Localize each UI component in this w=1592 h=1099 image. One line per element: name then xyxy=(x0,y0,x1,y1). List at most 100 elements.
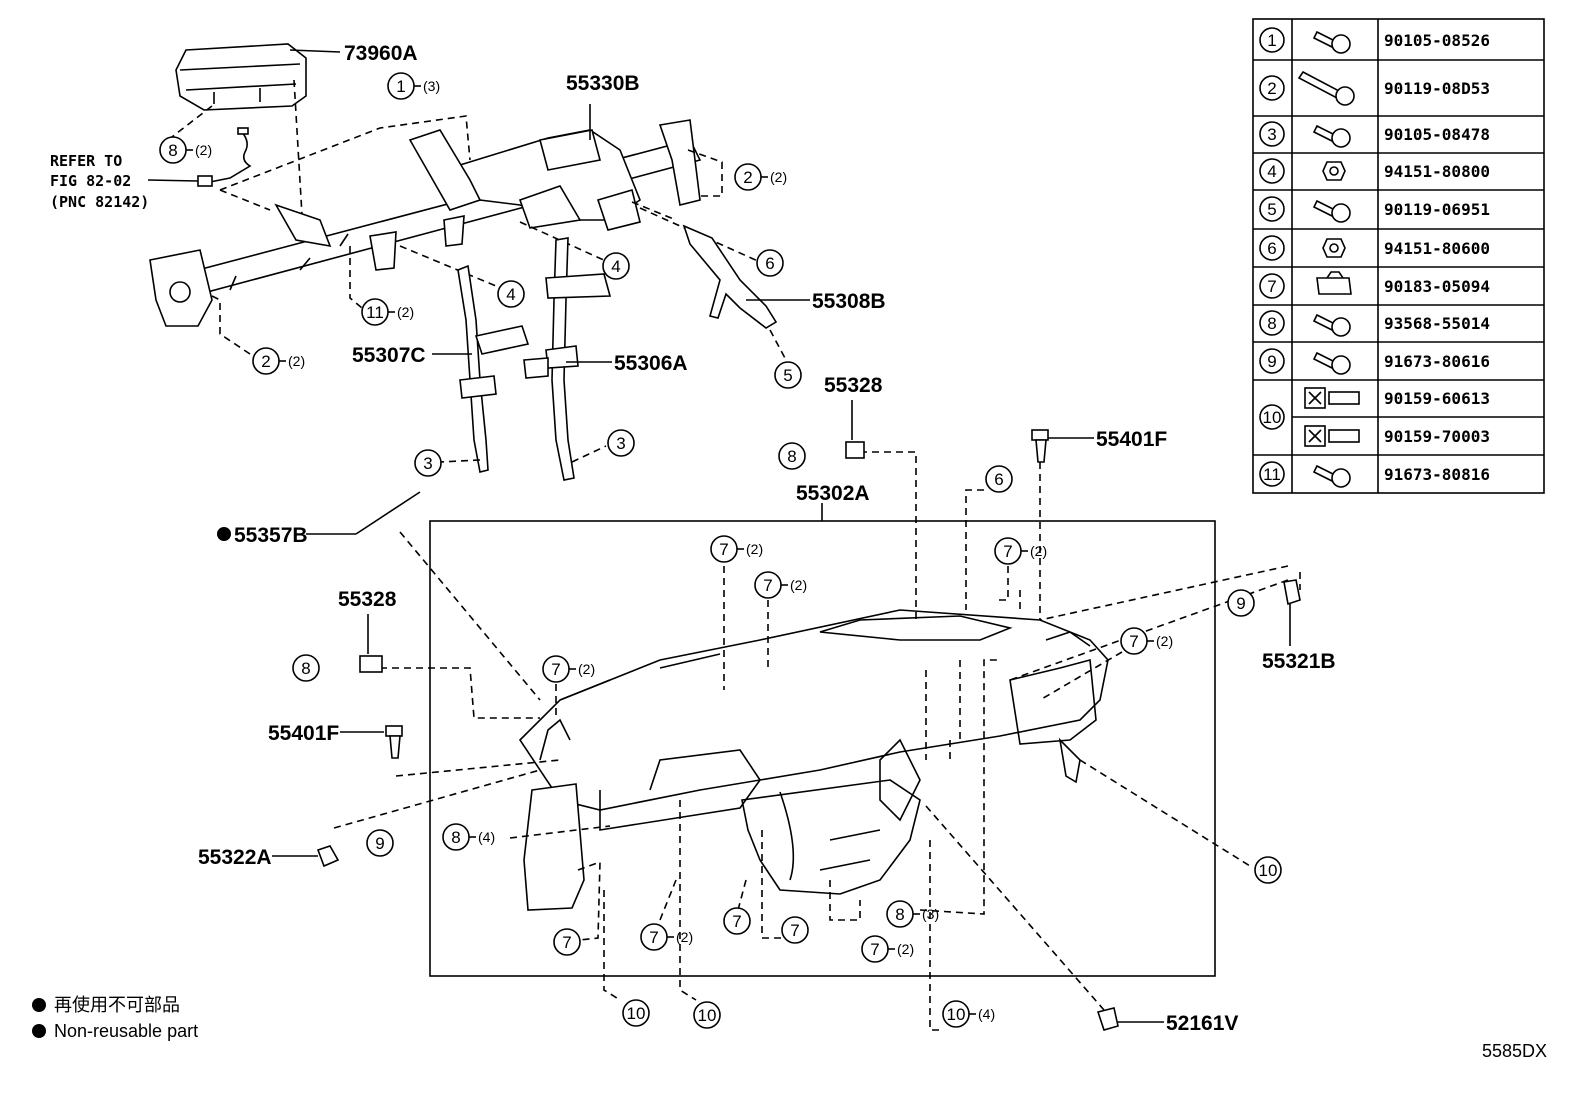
callout-2: 2(2) xyxy=(734,163,787,191)
table-row-number: 9 xyxy=(1267,352,1276,371)
callout-4: 4 xyxy=(602,252,630,280)
callout-10: 10 xyxy=(693,1001,721,1029)
callout-number: 2 xyxy=(261,352,270,371)
callout-10: 10 xyxy=(622,999,650,1027)
callout-7: 7(2) xyxy=(542,655,595,683)
table-row: 10 90159-60613 xyxy=(1259,387,1490,430)
callout-quantity: (2) xyxy=(676,929,693,945)
clip-52161V xyxy=(1096,1007,1119,1031)
callout-quantity: (2) xyxy=(897,941,914,957)
callout-7: 7 xyxy=(781,916,809,944)
table-part-number: 93568-55014 xyxy=(1384,314,1490,333)
table-part-number: 90159-60613 xyxy=(1384,389,1490,408)
callout-7: 7(2) xyxy=(754,571,807,599)
callout-8: 8 xyxy=(778,442,806,470)
callout-number: 8 xyxy=(301,659,310,678)
table-row: 3 90105-08478 xyxy=(1259,121,1490,148)
callout-7: 7(2) xyxy=(994,537,1047,565)
callout-5: 5 xyxy=(774,361,802,389)
callout-quantity: (2) xyxy=(770,169,787,185)
callout-number: 9 xyxy=(375,834,384,853)
callout-quantity: (2) xyxy=(746,541,763,557)
table-row-number: 7 xyxy=(1267,277,1276,296)
callout-number: 8 xyxy=(787,447,796,466)
callout-layer: 1(3)8(2)2(2)44611(2)2(2)533867(2)7(2)7(2… xyxy=(159,72,1282,1029)
table-row-number: 11 xyxy=(1263,465,1281,484)
part-label-55322A: 55322A xyxy=(198,846,272,869)
legend-row-en: Non-reusable part xyxy=(32,1018,198,1044)
callout-8: 8 (2) xyxy=(159,136,212,164)
callout-number: 7 xyxy=(870,940,879,959)
callout-number: 10 xyxy=(698,1006,717,1025)
callout-number: 8 xyxy=(895,905,904,924)
part-label-52161V: 52161V xyxy=(1166,1012,1238,1035)
table-part-number: 91673-80616 xyxy=(1384,352,1490,371)
callout-number: 8 xyxy=(168,141,177,160)
table-row: 9 91673-80616 xyxy=(1259,348,1490,375)
flange-bolt-icon xyxy=(1312,199,1351,223)
parts-table xyxy=(1252,18,1545,494)
callout-number: 3 xyxy=(616,434,625,453)
callout-9: 9 xyxy=(366,829,394,857)
part-label-55307C: 55307C xyxy=(352,344,426,367)
bullet-icon xyxy=(32,1024,46,1038)
table-part-number: 90119-06951 xyxy=(1384,200,1490,219)
clip-icon xyxy=(1304,387,1360,409)
flange-bolt-icon xyxy=(1312,124,1351,148)
part-label-55328-left: 55328 xyxy=(338,588,397,611)
callout-number: 10 xyxy=(627,1004,646,1023)
callout-number: 10 xyxy=(947,1005,966,1024)
table-part-number: 90105-08526 xyxy=(1384,31,1490,50)
reinforcement-55330B xyxy=(149,119,702,327)
callout-7: 7 (2) xyxy=(861,935,914,963)
callout-number: 9 xyxy=(1236,594,1245,613)
part-label-55357B: 55357B xyxy=(234,524,308,547)
screw-icon xyxy=(1312,351,1351,375)
callout-quantity: (2) xyxy=(1156,633,1173,649)
table-part-number: 94151-80600 xyxy=(1384,239,1490,258)
brace-55307C xyxy=(457,264,530,473)
table-row-number: 10 xyxy=(1263,408,1282,427)
callout-6: 6 xyxy=(756,249,784,277)
nut-icon xyxy=(1322,161,1346,181)
callout-number: 7 xyxy=(719,540,728,559)
push-clip-55401F-left xyxy=(385,725,403,759)
callout-1: 1(3) xyxy=(387,72,440,100)
table-row-number: 1 xyxy=(1267,31,1276,50)
callout-number: 8 xyxy=(451,828,460,847)
legend-text-en: Non-reusable part xyxy=(54,1021,199,1041)
table-part-number: 90119-08D53 xyxy=(1384,79,1490,98)
refer-to-line1: REFER TO xyxy=(50,152,122,170)
callout-number: 11 xyxy=(366,303,384,322)
callout-8: 8(3) xyxy=(886,900,939,928)
callout-quantity: (2) xyxy=(195,142,212,158)
table-part-number: 94151-80800 xyxy=(1384,162,1490,181)
part-label-55308B: 55308B xyxy=(812,290,886,313)
table-row-number: 3 xyxy=(1267,125,1276,144)
part-label-73960A: 73960A xyxy=(344,42,418,65)
callout-quantity: (2) xyxy=(397,304,414,320)
callout-number: 7 xyxy=(790,921,799,940)
callout-number: 10 xyxy=(1259,861,1278,880)
callout-10: 10 (4) xyxy=(942,1000,995,1028)
callout-number: 6 xyxy=(765,254,774,273)
callout-quantity: (2) xyxy=(288,353,305,369)
callout-quantity: (4) xyxy=(978,1006,995,1022)
flange-bolt-icon xyxy=(1312,30,1351,54)
part-label-55321B: 55321B xyxy=(1262,650,1336,673)
callout-number: 7 xyxy=(732,912,741,931)
callout-number: 4 xyxy=(506,285,515,304)
table-row: 4 94151-80800 xyxy=(1259,158,1490,184)
callout-number: 6 xyxy=(994,470,1003,489)
table-row-number: 4 xyxy=(1267,162,1276,181)
brace-55306A xyxy=(523,237,612,481)
table-part-number: 90105-08478 xyxy=(1384,125,1490,144)
callout-6: 6 xyxy=(985,465,1013,493)
figure-code: 5585DX xyxy=(1482,1041,1548,1061)
